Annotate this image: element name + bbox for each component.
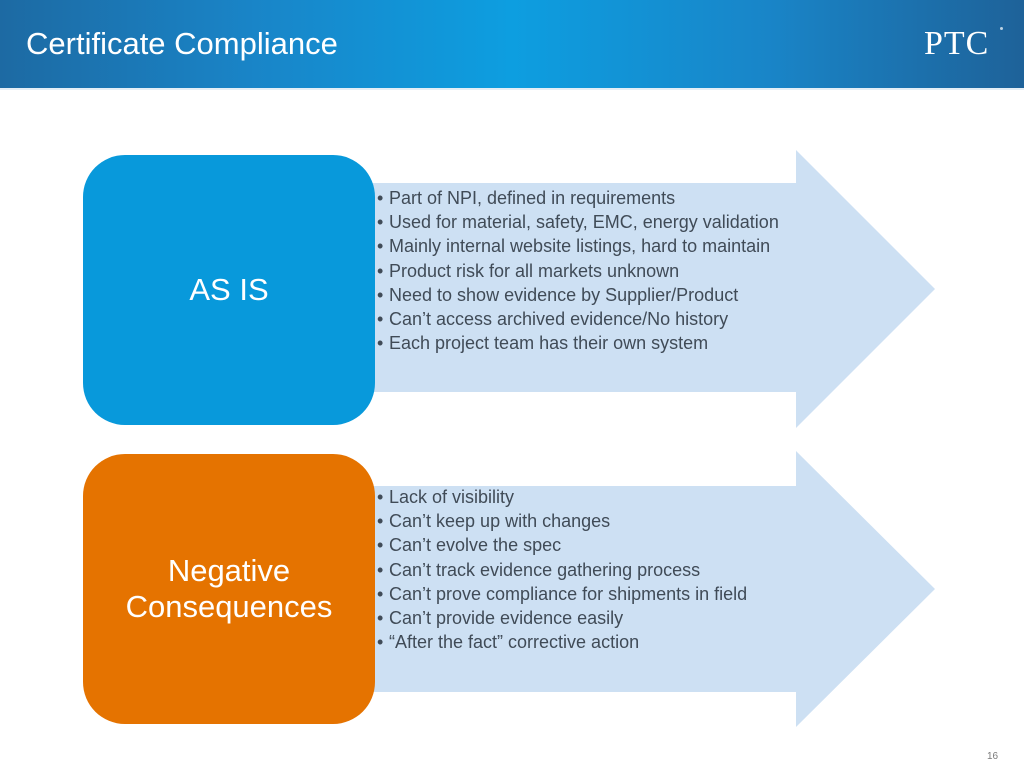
slide-title: Certificate Compliance [26,26,338,61]
list-item: Can’t access archived evidence/No histor… [377,307,779,331]
list-item: Can’t evolve the spec [377,533,747,557]
list-item: Need to show evidence by Supplier/Produc… [377,283,779,307]
as-is-bullet-list: Part of NPI, defined in requirements Use… [377,186,779,355]
registered-mark-icon [1000,27,1003,30]
list-item: Used for material, safety, EMC, energy v… [377,210,779,234]
negative-consequences-label: Negative Consequences [125,553,333,624]
list-item: Part of NPI, defined in requirements [377,186,779,210]
ptc-logo: PTC [924,25,990,62]
list-item: Each project team has their own system [377,331,779,355]
list-item: Can’t provide evidence easily [377,606,747,630]
list-item: Can’t prove compliance for shipments in … [377,582,747,606]
title-bar: Certificate Compliance PTC [0,0,1024,90]
list-item: “After the fact” corrective action [377,630,747,654]
as-is-box: AS IS [83,155,375,425]
negative-consequences-bullet-list: Lack of visibility Can’t keep up with ch… [377,485,747,654]
list-item: Can’t track evidence gathering process [377,558,747,582]
list-item: Product risk for all markets unknown [377,259,779,283]
list-item: Lack of visibility [377,485,747,509]
negative-consequences-box: Negative Consequences [83,454,375,724]
as-is-label: AS IS [189,272,269,307]
list-item: Mainly internal website listings, hard t… [377,234,779,258]
list-item: Can’t keep up with changes [377,509,747,533]
page-number: 16 [987,751,999,762]
